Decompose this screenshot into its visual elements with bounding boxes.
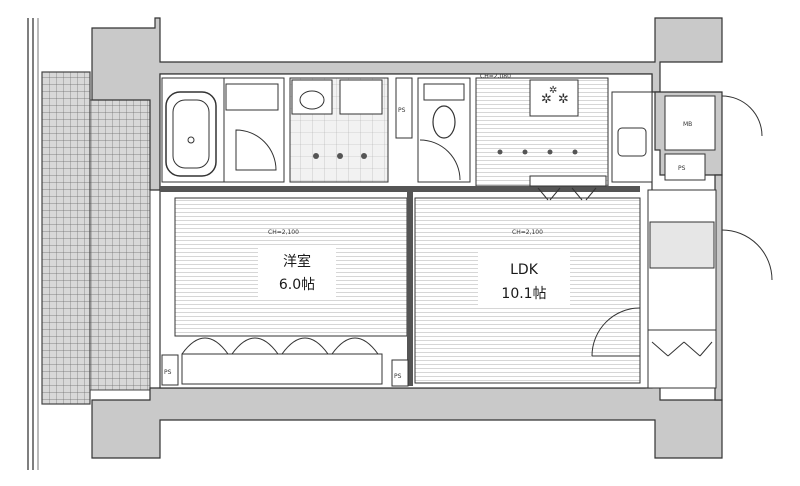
balcony-floor (41, 71, 91, 405)
western-closet (181, 337, 383, 385)
ps-label-bottom-left: PS (164, 369, 172, 376)
ps-shaft-top: PS (395, 77, 413, 139)
kitchen-cupboard (529, 175, 607, 201)
ps-label-right: PS (678, 165, 686, 172)
toilet-room (417, 77, 471, 183)
burner-icon: ✲ (558, 92, 569, 107)
balcony-floor-inner (89, 99, 151, 391)
ldk-door-swing (591, 307, 641, 357)
ldk-room-size: 10.1帖 (501, 286, 546, 302)
burner-icon: ✲ (549, 85, 557, 96)
burner-icon: ✲ (541, 92, 552, 107)
western-ceiling-height: CH=2,100 (268, 229, 299, 236)
bathroom (161, 77, 225, 183)
washing-machine-pan (225, 83, 279, 111)
meter-box: MB (664, 95, 716, 151)
mb-door-swing (721, 95, 763, 137)
kitchen-stove: ✲ ✲ ✲ (529, 79, 579, 117)
ps-shaft-bottom-left: PS (161, 354, 179, 386)
entrance (647, 189, 717, 389)
toilet-bowl (432, 105, 456, 139)
sink (291, 79, 333, 115)
ps-shaft-bottom-mid: PS (391, 359, 409, 387)
kitchen-ceiling-height: CH=2,080 (480, 73, 511, 80)
kitchen-sink (611, 91, 653, 183)
partition-wall (407, 190, 413, 386)
western-room-size: 6.0帖 (279, 277, 315, 293)
ps-shaft-right: PS (664, 153, 706, 181)
wet-area-wall (160, 186, 640, 192)
ps-label-top: PS (398, 107, 406, 114)
entrance-door-swing (721, 229, 773, 281)
western-room-name: 洋室 (283, 253, 311, 270)
ldk-room-name: LDK (510, 262, 539, 278)
ps-label-bottom-mid: PS (394, 373, 402, 380)
ldk-ceiling-height: CH=2,100 (512, 229, 543, 236)
washroom (223, 77, 285, 183)
mb-label: MB (683, 121, 692, 128)
lavatory (289, 77, 389, 183)
balcony-rail (27, 18, 39, 470)
counter-spots (497, 149, 578, 155)
